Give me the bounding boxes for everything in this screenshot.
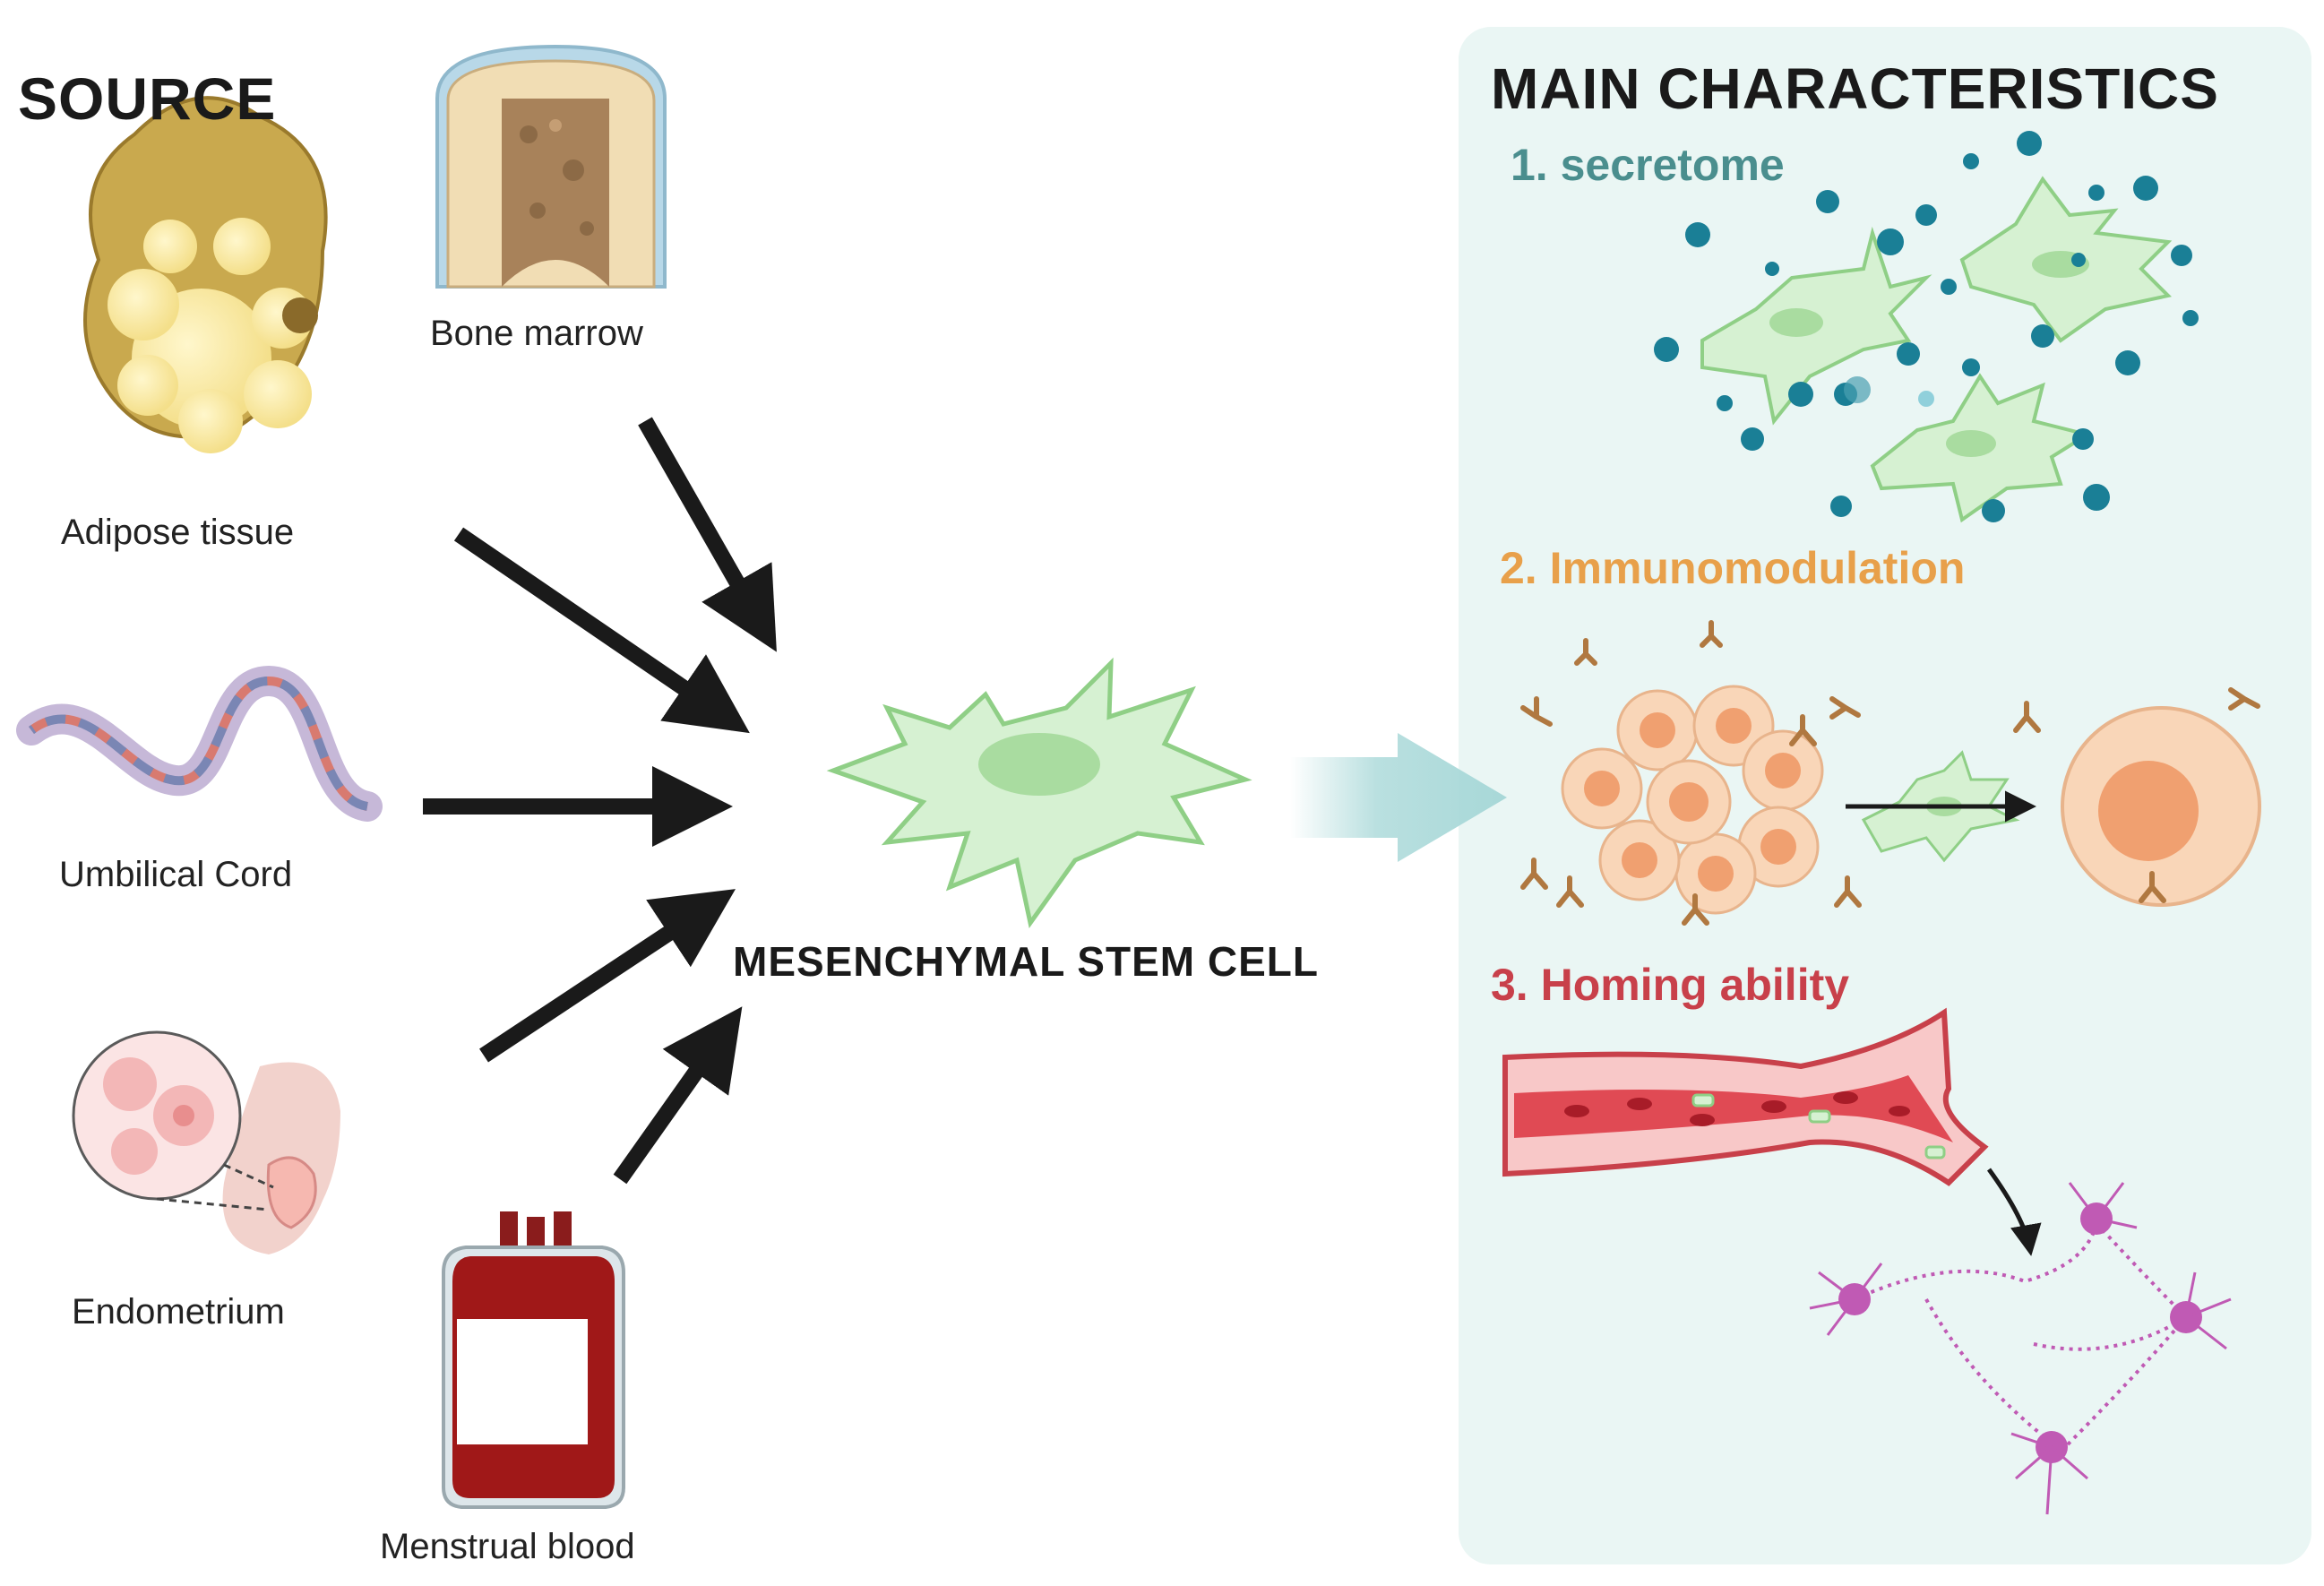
characteristic-immunomodulation: 2. Immunomodulation bbox=[1500, 543, 1966, 593]
secretome-icon bbox=[1654, 131, 2199, 523]
arrow-endometrium bbox=[479, 889, 736, 1063]
source-label-bone-marrow: Bone marrow bbox=[430, 314, 643, 353]
msc-label: MESENCHYMAL STEM CELL bbox=[733, 938, 1319, 985]
endometrium-icon bbox=[72, 1030, 340, 1254]
characteristic-homing-ability: 3. Homing ability bbox=[1491, 960, 1850, 1010]
source-label-umbilical-cord: Umbilical Cord bbox=[59, 855, 293, 894]
bone-marrow-icon bbox=[435, 44, 667, 289]
source-label-endometrium: Endometrium bbox=[72, 1292, 285, 1332]
homing-ability-icon bbox=[1502, 1007, 2232, 1515]
characteristic-secretome: 1. secretome bbox=[1511, 140, 1785, 190]
arrow-adipose bbox=[453, 527, 750, 734]
source-arrows bbox=[423, 417, 777, 1185]
main-characteristics-title: MAIN CHARACTERISTICS bbox=[1491, 56, 2219, 121]
arrow-bone-marrow bbox=[638, 417, 777, 652]
source-label-menstrual-blood: Menstrual blood bbox=[380, 1527, 635, 1566]
adipose-tissue-icon bbox=[83, 96, 328, 453]
source-title: SOURCE bbox=[18, 65, 277, 132]
transition-arrow bbox=[1290, 733, 1507, 862]
source-label-adipose-tissue: Adipose tissue bbox=[61, 513, 295, 552]
umbilical-cord-icon bbox=[16, 665, 383, 822]
mesenchymal-stem-cell-icon bbox=[826, 657, 1252, 929]
arrow-menstrual bbox=[613, 1006, 743, 1185]
immunomodulation-icon bbox=[1520, 620, 2261, 926]
menstrual-blood-icon bbox=[442, 1211, 625, 1509]
